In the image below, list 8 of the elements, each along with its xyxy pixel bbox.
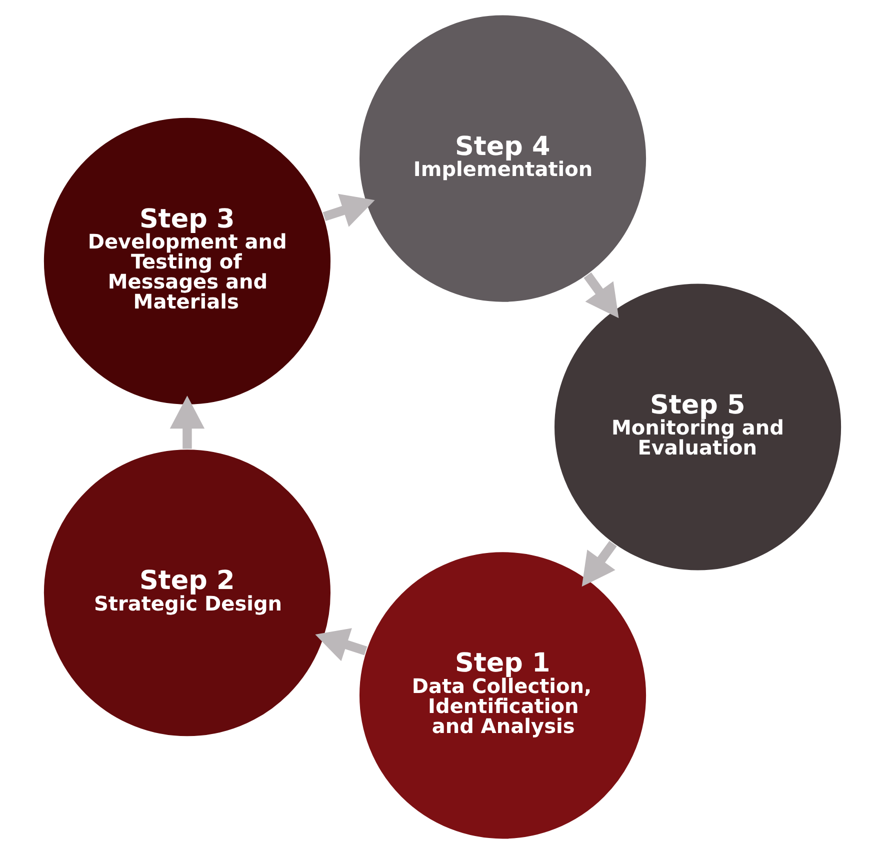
- arrow: [322, 194, 374, 227]
- node-circle: Step 4 Implementation: [357, 14, 648, 304]
- node-circle: Step 2 Strategic Design: [42, 448, 332, 738]
- arrow: [583, 272, 618, 318]
- arrow: [581, 540, 616, 587]
- arrow: [314, 628, 367, 662]
- arrow: [169, 396, 204, 449]
- node-circle: Step 3 Development and Testing of Messages and Materials: [42, 116, 332, 406]
